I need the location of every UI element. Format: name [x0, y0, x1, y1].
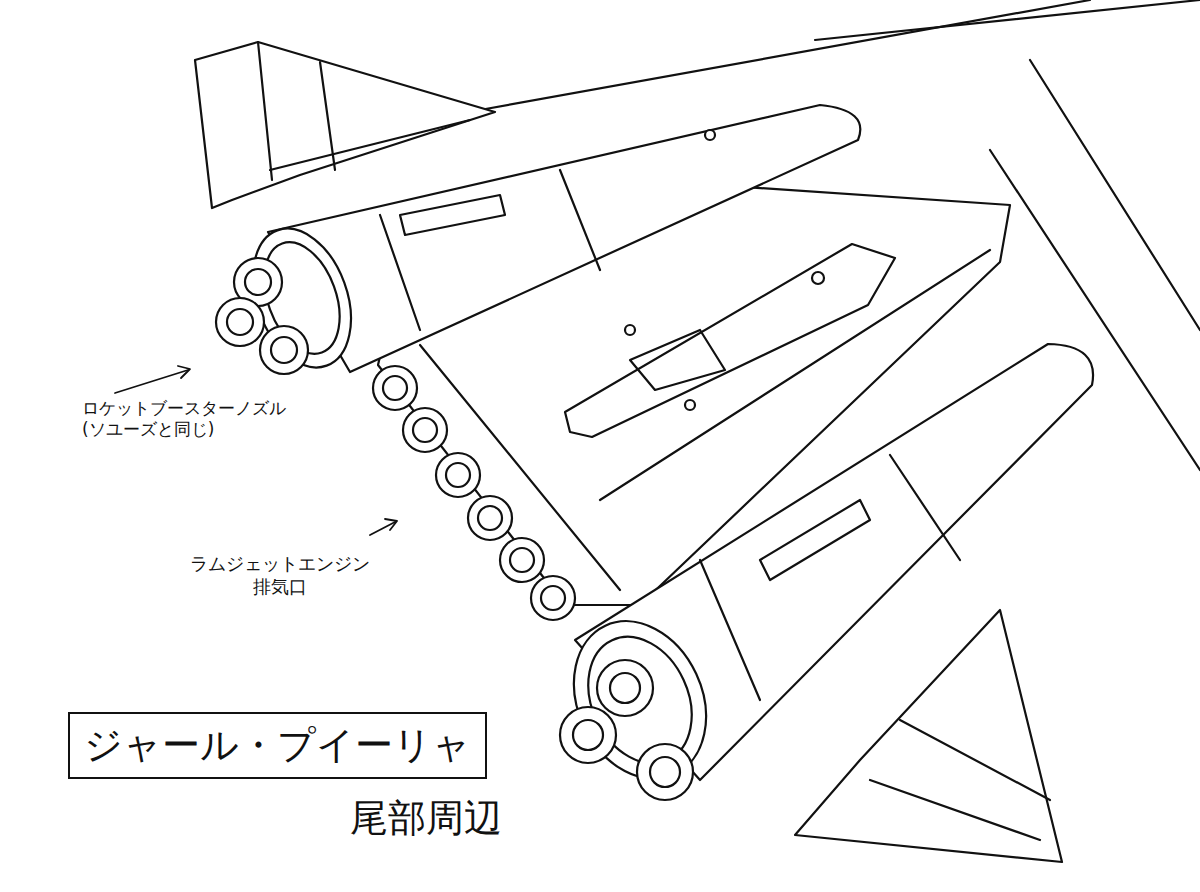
view-note: 尾部周辺	[350, 795, 570, 843]
title-text: ジャール・プイーリャ	[84, 720, 471, 771]
title-frame: ジャール・プイーリャ	[68, 712, 487, 779]
callout-label: ラムジェットエンジン 排気口	[185, 553, 375, 598]
callout-label: ロケットブースターノズル (ソユーズと同じ)	[82, 398, 297, 441]
